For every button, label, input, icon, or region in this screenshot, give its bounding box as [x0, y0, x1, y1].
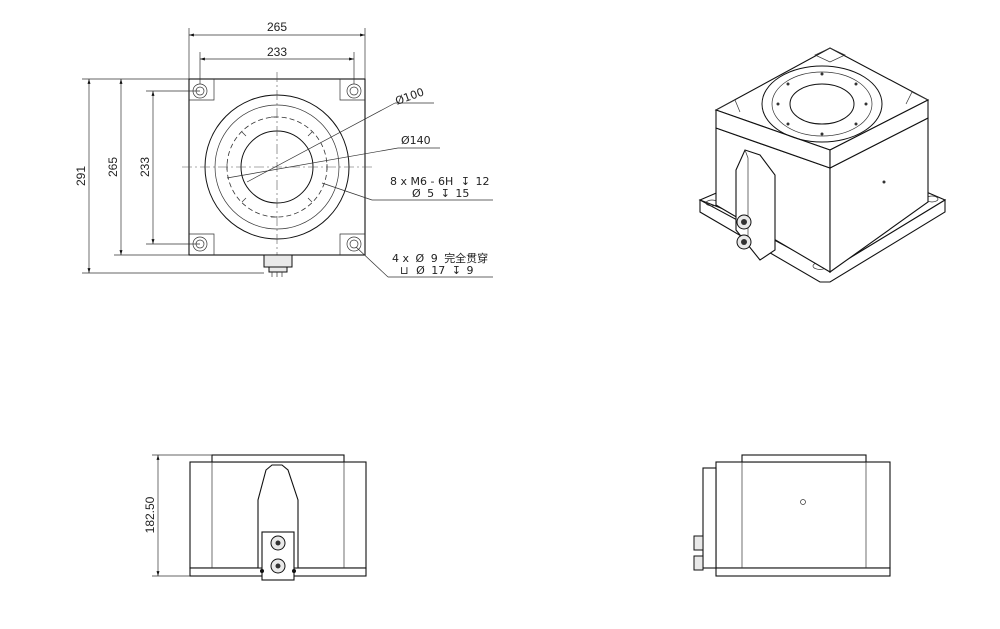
diameter-symbol: Ø	[416, 252, 425, 265]
iso-table-outer	[761, 65, 883, 143]
diameter-symbol: Ø	[416, 264, 425, 277]
dim-height: 182.50	[143, 454, 212, 577]
counterbore-diameter: 17	[431, 264, 445, 277]
dim-overall-width: 265	[188, 20, 366, 79]
pin-depth: 15	[455, 187, 469, 200]
svg-text:Ø140: Ø140	[401, 134, 431, 147]
depth-symbol: ↧	[461, 175, 470, 188]
dim-body-depth: 265	[106, 79, 189, 256]
diameter-symbol: Ø	[412, 187, 421, 200]
dim-label-233-width: 233	[267, 45, 287, 59]
side-connector-bracket	[702, 467, 717, 569]
svg-text:Ø100: Ø100	[394, 85, 426, 107]
callout-diameter-140: Ø140	[226, 134, 440, 179]
callout-through-holes: 4 x Ø 9 完全贯穿 ⊔ Ø 17 ↧ 9	[355, 246, 493, 278]
thread-spec: 8 x M6 - 6H	[390, 175, 453, 188]
through-hole-count: 4 x	[392, 252, 409, 265]
pin-diameter: 5	[427, 187, 434, 200]
thread-depth: 12	[475, 175, 489, 188]
dim-label-233-depth: 233	[138, 157, 152, 177]
dim-overall-depth: 291	[74, 78, 264, 274]
callout-value-140: 140	[410, 134, 431, 147]
top-view	[182, 72, 372, 277]
corner-hole-br	[346, 236, 362, 252]
dim-label-291: 291	[74, 166, 88, 186]
svg-text:⊔ Ø 17 ↧: ⊔ Ø 17 ↧ 9	[400, 264, 473, 277]
iso-center-bore	[789, 83, 855, 125]
side-view	[693, 454, 891, 577]
dim-label-265-depth: 265	[106, 157, 120, 177]
dim-inner-depth: 233	[138, 90, 200, 245]
through-hole-diameter: 9	[431, 252, 438, 265]
dim-label-265-width: 265	[267, 20, 287, 34]
callout-value-100: 100	[402, 85, 426, 104]
diameter-symbol: Ø	[401, 134, 410, 147]
svg-text:8 x M6 - 6H ↧ 12: 8 x M6 - 6H ↧ 12	[390, 175, 489, 188]
svg-text:Ø 5 ↧ 15: Ø 5 ↧ 15	[412, 187, 469, 200]
iso-connector-bracket	[735, 149, 776, 261]
dim-inner-width: 233	[199, 45, 355, 84]
front-view	[189, 454, 367, 581]
depth-symbol: ↧	[452, 264, 461, 277]
connector-housing	[263, 254, 293, 268]
svg-text:4 x Ø 9 完全贯穿: 4 x Ø 9 完全贯穿	[392, 251, 488, 265]
through-hole-text: 完全贯穿	[444, 251, 488, 265]
isometric-view	[698, 47, 947, 283]
counterbore-symbol: ⊔	[400, 264, 409, 277]
depth-symbol: ↧	[441, 187, 450, 200]
callout-threaded-holes: 8 x M6 - 6H ↧ 12 Ø 5 ↧ 15	[321, 175, 493, 201]
counterbore-depth: 9	[466, 264, 473, 277]
dim-label-height: 182.50	[143, 496, 157, 533]
